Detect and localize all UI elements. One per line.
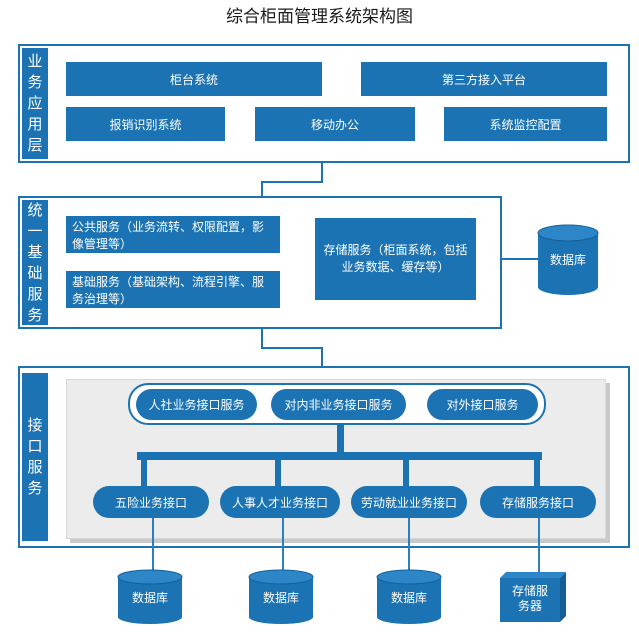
unified-services-layer-label: 统一基础服务 bbox=[22, 200, 48, 325]
application-layer-label: 业务应用层 bbox=[22, 48, 48, 159]
connector-line bbox=[502, 258, 540, 260]
social-business-interface-pill: 人社业务接口服务 bbox=[136, 389, 257, 420]
connector-line bbox=[152, 518, 154, 576]
connector-line bbox=[538, 518, 540, 574]
diagram-title: 综合柜面管理系统架构图 bbox=[226, 7, 413, 27]
public-service-box: 公共服务（业务流转、权限配置，影像管理等） bbox=[66, 216, 280, 253]
tree-connector bbox=[534, 458, 540, 486]
connector-line bbox=[282, 518, 284, 576]
interface-services-layer-label: 接口服务 bbox=[22, 373, 48, 541]
database-cylinder: 数据库 bbox=[248, 569, 314, 624]
internal-nonbusiness-interface-pill: 对内非业务接口服务 bbox=[271, 389, 406, 420]
tree-connector bbox=[275, 458, 281, 486]
database-icon bbox=[117, 569, 183, 624]
five-insurance-interface-pill: 五险业务接口 bbox=[93, 486, 209, 518]
storage-service-interface-pill: 存储服务接口 bbox=[480, 486, 596, 518]
database-cylinder: 数据库 bbox=[117, 569, 183, 624]
database-label: 数据库 bbox=[549, 253, 586, 267]
tree-connector bbox=[137, 452, 542, 460]
counter-system-box: 柜台系统 bbox=[66, 62, 322, 96]
connector-line bbox=[261, 181, 323, 183]
connector-line bbox=[261, 347, 323, 349]
tree-connector bbox=[141, 458, 147, 486]
tree-connector bbox=[337, 424, 344, 455]
connector-line bbox=[321, 347, 323, 367]
database-label: 数据库 bbox=[262, 591, 299, 605]
database-icon bbox=[248, 569, 314, 624]
personnel-talent-interface-pill: 人事人才业务接口 bbox=[220, 486, 340, 518]
labor-employment-interface-pill: 劳动就业业务接口 bbox=[351, 486, 467, 518]
connector-line bbox=[261, 181, 263, 197]
database-label: 数据库 bbox=[131, 591, 168, 605]
connector-line bbox=[408, 518, 410, 576]
storage-service-box: 存储服务（柜面系统，包括业务数据、缓存等） bbox=[315, 218, 476, 300]
third-party-platform-box: 第三方接入平台 bbox=[361, 62, 607, 96]
system-monitoring-box: 系统监控配置 bbox=[444, 107, 607, 141]
database-cylinder: 数据库 bbox=[537, 224, 599, 295]
database-icon bbox=[537, 224, 599, 295]
reimbursement-recognition-box: 报销识别系统 bbox=[66, 107, 225, 141]
mobile-office-box: 移动办公 bbox=[255, 107, 415, 141]
database-icon bbox=[376, 569, 442, 624]
storage-server: 存储服务器 bbox=[500, 572, 566, 622]
connector-line bbox=[321, 163, 323, 183]
storage-server-icon bbox=[500, 572, 566, 622]
basic-service-box: 基础服务（基础架构、流程引擎、服务治理等） bbox=[66, 271, 280, 308]
database-cylinder: 数据库 bbox=[376, 569, 442, 624]
connector-line bbox=[261, 329, 263, 349]
tree-connector bbox=[403, 458, 409, 486]
external-interface-pill: 对外接口服务 bbox=[427, 389, 538, 420]
storage-server-label: 存储服务器 bbox=[511, 584, 548, 613]
database-label: 数据库 bbox=[390, 591, 427, 605]
